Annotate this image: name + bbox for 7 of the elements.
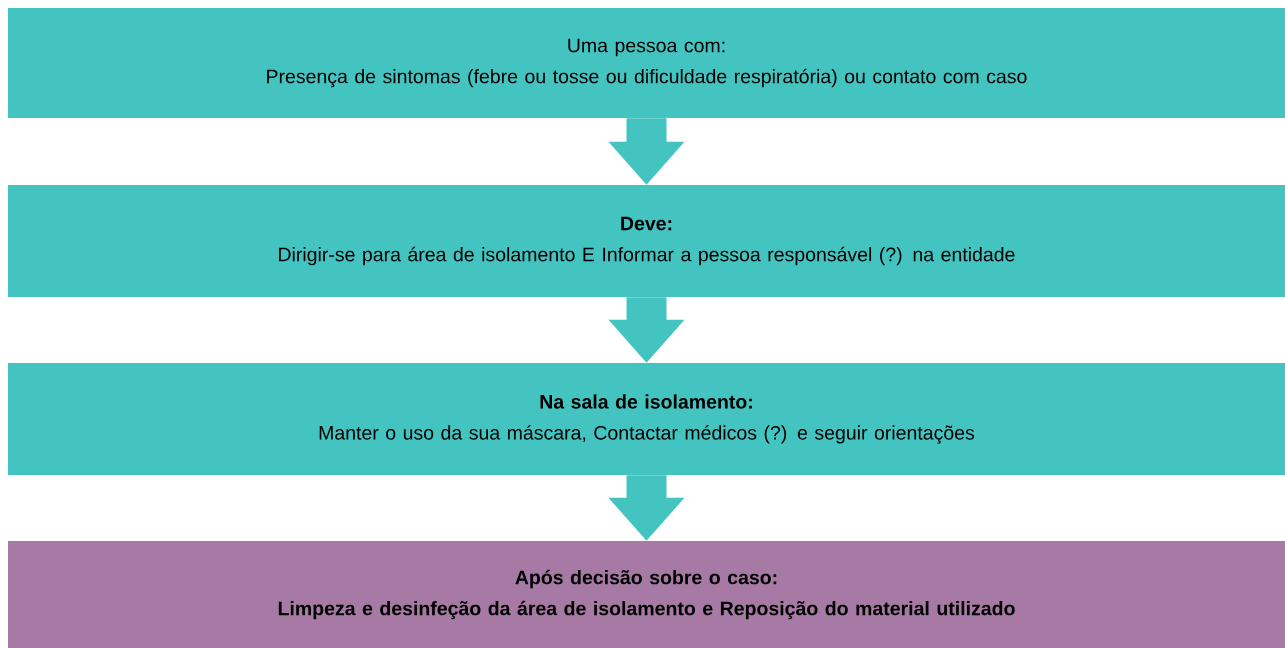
block-arrow xyxy=(608,475,685,541)
process-box: Deve: Dirigir-se para área de isolamento E Informar a pessoa responsável (?) na entidade xyxy=(8,185,1285,297)
block-arrow xyxy=(608,118,685,185)
process-box: Uma pessoa com: Presença de sintomas (febre ou tosse ou dificuldade respiratória) ou contato com caso xyxy=(8,8,1285,118)
process-box: Após decisão sobre o caso: Limpeza e desinfeção da área de isolamento e Reposição do material utilizado xyxy=(8,541,1285,648)
process-box: Na sala de isolamento: Manter o uso da sua máscara, Contactar médicos (?) e seguir orientações xyxy=(8,363,1285,475)
block-arrow xyxy=(608,297,685,363)
